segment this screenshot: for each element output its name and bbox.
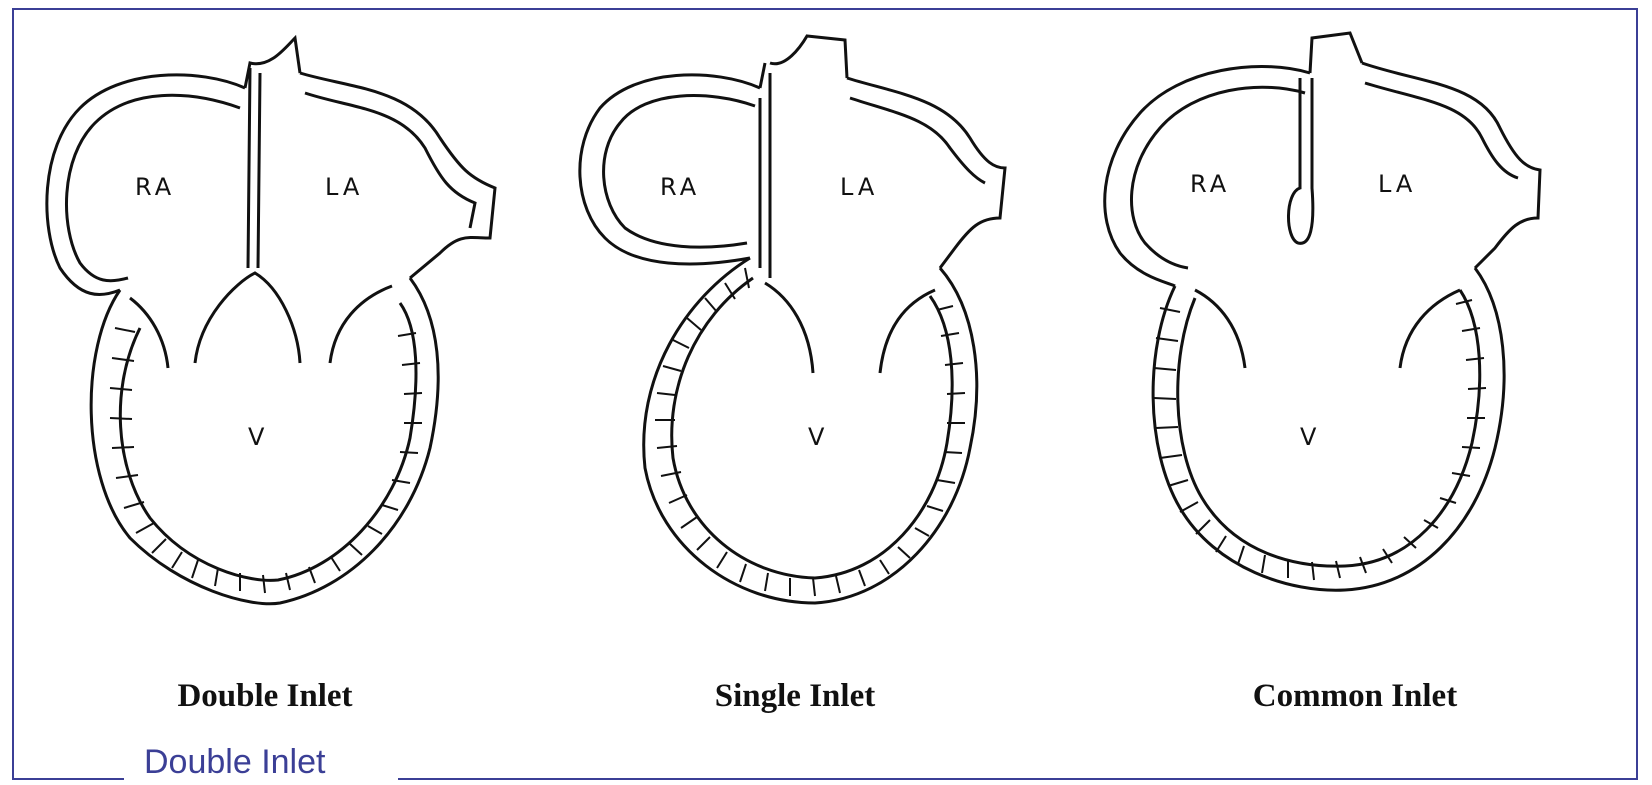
v-label: V — [248, 423, 268, 451]
single-inlet-diagram: RA LA V Single Inlet — [575, 28, 1095, 728]
common-inlet-diagram: RA LA V Common Inlet — [1100, 28, 1620, 728]
double-inlet-diagram: RA LA V Double Inlet — [20, 28, 540, 728]
double-inlet-title: Double Inlet — [5, 678, 525, 715]
ra-label: RA — [660, 173, 700, 201]
ra-label: RA — [1190, 170, 1230, 198]
v-label: V — [808, 423, 828, 451]
la-label: LA — [1378, 170, 1416, 198]
la-label: LA — [840, 173, 878, 201]
ra-label: RA — [135, 173, 175, 201]
common-inlet-heart-drawing — [1100, 28, 1620, 668]
la-label: LA — [325, 173, 363, 201]
common-inlet-title: Common Inlet — [1095, 678, 1615, 715]
frame-bottom-right — [398, 778, 1638, 780]
slide-caption: Double Inlet — [144, 742, 325, 782]
v-label: V — [1300, 423, 1320, 451]
double-inlet-heart-drawing — [20, 28, 540, 668]
single-inlet-heart-drawing — [575, 28, 1095, 668]
single-inlet-title: Single Inlet — [535, 678, 1055, 715]
frame-bottom-left — [12, 778, 124, 780]
